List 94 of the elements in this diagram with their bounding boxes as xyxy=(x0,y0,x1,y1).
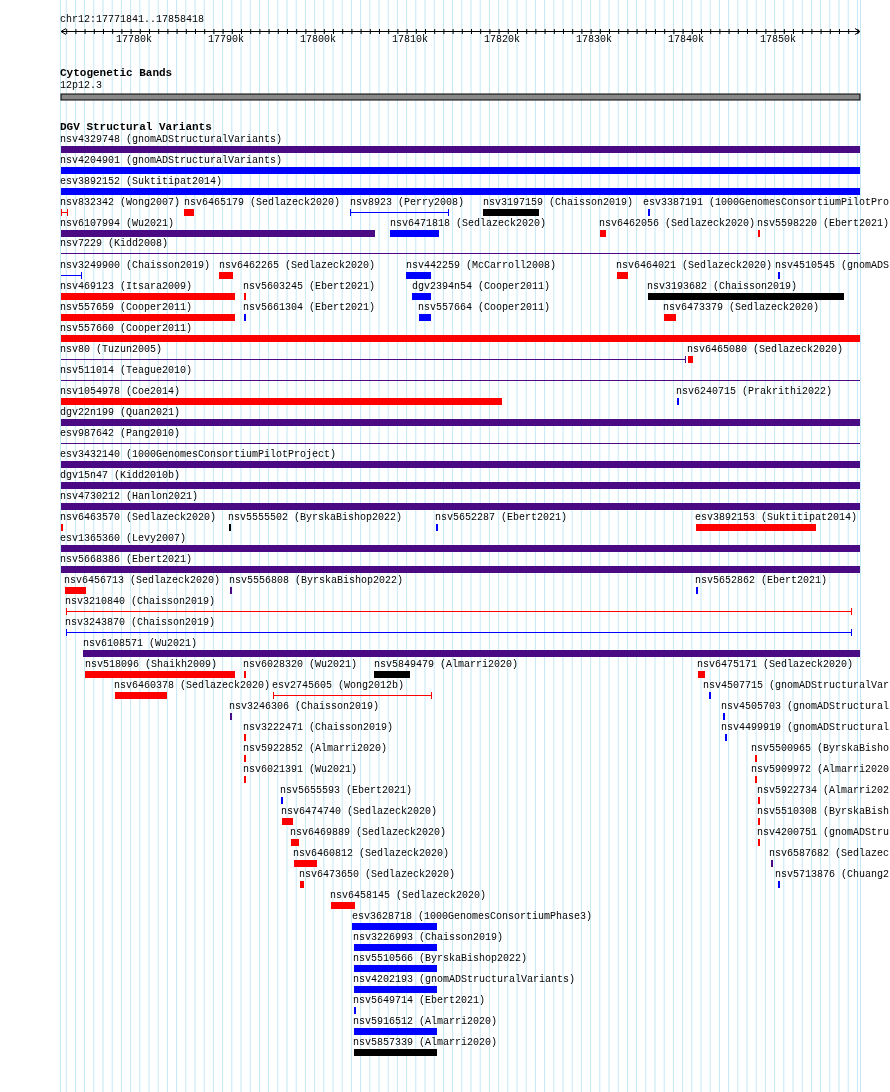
variant-label: nsv3226993 (Chaisson2019) xyxy=(353,932,504,944)
variant-label: nsv6458145 (Sedlazeck2020) xyxy=(330,890,487,902)
variant-label: nsv6028320 (Wu2021) xyxy=(243,659,358,671)
tick-label: 17810k xyxy=(392,34,428,46)
variant-label: nsv80 (Tuzun2005) xyxy=(60,344,163,356)
variant-label: nsv6462265 (Sedlazeck2020) xyxy=(219,260,376,272)
variant-label: nsv5555502 (ByrskaBishop2022) xyxy=(228,512,403,524)
tick-label: 17780k xyxy=(116,34,152,46)
variant-label: esv1365360 (Levy2007) xyxy=(60,533,187,545)
variant-label: nsv6021391 (Wu2021) xyxy=(243,764,358,776)
variant-label: nsv4329748 (gnomADStructuralVariants) xyxy=(60,134,283,146)
variant-label: nsv5598220 (Ebert2021) xyxy=(756,218,889,230)
variant-label: nsv3246306 (Chaisson2019) xyxy=(229,701,380,713)
variant-label: esv2745605 (Wong2012b) xyxy=(272,680,405,692)
variant-label: nsv6460812 (Sedlazeck2020) xyxy=(293,848,450,860)
variant-label: nsv5655593 (Ebert2021) xyxy=(280,785,413,797)
tick-label: 17850k xyxy=(760,34,796,46)
variant-label: nsv6460378 (Sedlazeck2020) xyxy=(114,680,271,692)
variant-label: nsv557660 (Cooper2011) xyxy=(60,323,193,335)
variant-label: nsv4204901 (gnomADStructuralVariants) xyxy=(60,155,283,167)
variant-label: nsv6108571 (Wu2021) xyxy=(83,638,198,650)
band-label: 12p12.3 xyxy=(60,80,102,92)
variant-label: nsv5652862 (Ebert2021) xyxy=(695,575,828,587)
tick-label: 17800k xyxy=(300,34,336,46)
variant-label: nsv3243870 (Chaisson2019) xyxy=(65,617,216,629)
variant-label: nsv4499919 (gnomADStructural xyxy=(720,722,889,734)
tick-label: 17790k xyxy=(208,34,244,46)
variant-label: esv987642 (Pang2010) xyxy=(60,428,181,440)
variant-label: nsv6240715 (Prakrithi2022) xyxy=(676,386,833,398)
variant-label: nsv5652287 (Ebert2021) xyxy=(435,512,568,524)
variant-label: nsv5510308 (ByrskaBish xyxy=(756,806,889,818)
variant-label: nsv4200751 (gnomADStru xyxy=(756,827,889,839)
variant-label: nsv6465080 (Sedlazeck2020) xyxy=(687,344,844,356)
variant-label: dgv22n199 (Quan2021) xyxy=(60,407,181,419)
variant-label: nsv6473650 (Sedlazeck2020) xyxy=(299,869,456,881)
variant-label: nsv6471818 (Sedlazeck2020) xyxy=(390,218,547,230)
variant-label: nsv469123 (Itsara2009) xyxy=(60,281,193,293)
variant-label: nsv7229 (Kidd2008) xyxy=(60,238,169,250)
variant-label: nsv3210840 (Chaisson2019) xyxy=(65,596,216,608)
variant-label: esv3892152 (Suktitipat2014) xyxy=(60,176,223,188)
variant-label: nsv5556808 (ByrskaBishop2022) xyxy=(229,575,404,587)
variant-label: nsv5909972 (Almarri2020 xyxy=(750,764,889,776)
variant-label: nsv3222471 (Chaisson2019) xyxy=(243,722,394,734)
variant-label: nsv6473379 (Sedlazeck2020) xyxy=(663,302,820,314)
variant-label: nsv4730212 (Hanlon2021) xyxy=(60,491,199,503)
variant-label: nsv5500965 (ByrskaBisho xyxy=(750,743,889,755)
variant-label: nsv5661304 (Ebert2021) xyxy=(243,302,376,314)
track-title: DGV Structural Variants xyxy=(60,121,212,133)
variant-label: nsv518096 (Shaikh2009) xyxy=(85,659,218,671)
tick-label: 17820k xyxy=(484,34,520,46)
variant-label: nsv4510545 (gnomADS xyxy=(774,260,889,272)
coordinate-range: chr12:17771841..17858418 xyxy=(60,14,205,26)
variant-label: nsv557659 (Cooper2011) xyxy=(60,302,193,314)
variant-label: nsv6465179 (Sedlazeck2020) xyxy=(184,197,341,209)
variant-label: dgv2394n54 (Cooper2011) xyxy=(412,281,551,293)
variant-label: nsv5603245 (Ebert2021) xyxy=(243,281,376,293)
variant-label: nsv442259 (McCarroll2008) xyxy=(406,260,557,272)
variant-label: nsv6462056 (Sedlazeck2020) xyxy=(599,218,756,230)
variant-label: nsv6463570 (Sedlazeck2020) xyxy=(60,512,217,524)
variant-label: nsv5849479 (Almarri2020) xyxy=(374,659,519,671)
variant-label: esv3432140 (1000GenomesConsortiumPilotProject) xyxy=(60,449,337,461)
variant-label: nsv4505703 (gnomADStructural xyxy=(720,701,889,713)
tick-label: 17830k xyxy=(576,34,612,46)
variant-label: esv3892153 (Suktitipat2014) xyxy=(695,512,858,524)
variant-label: nsv5510566 (ByrskaBishop2022) xyxy=(353,953,528,965)
variant-label: nsv511014 (Teague2010) xyxy=(60,365,193,377)
variant-label: dgv15n47 (Kidd2010b) xyxy=(60,470,181,482)
variant-label: nsv5713876 (Chuang2 xyxy=(774,869,889,881)
variant-label: nsv3249900 (Chaisson2019) xyxy=(60,260,211,272)
variant-label: nsv557664 (Cooper2011) xyxy=(418,302,551,314)
variant-label: nsv3193682 (Chaisson2019) xyxy=(647,281,798,293)
variant-label: nsv4507715 (gnomADStructuralVar xyxy=(702,680,889,692)
variant-label: nsv5668386 (Ebert2021) xyxy=(60,554,193,566)
variant-label: nsv1054978 (Coe2014) xyxy=(60,386,181,398)
track-title: Cytogenetic Bands xyxy=(60,67,173,79)
variant-label: nsv5922734 (Almarri202 xyxy=(756,785,889,797)
variant-label: nsv6587682 (Sedlazec xyxy=(768,848,889,860)
variant-label: nsv5922852 (Almarri2020) xyxy=(243,743,388,755)
tick-label: 17840k xyxy=(668,34,704,46)
variant-label: nsv5857339 (Almarri2020) xyxy=(353,1037,498,1049)
variant-label: nsv6456713 (Sedlazeck2020) xyxy=(64,575,221,587)
variant-label: esv3628718 (1000GenomesConsortiumPhase3) xyxy=(352,911,593,923)
variant-label: nsv5916512 (Almarri2020) xyxy=(353,1016,498,1028)
variant-label: nsv8923 (Perry2008) xyxy=(350,197,465,209)
variant-label: nsv4202193 (gnomADStructuralVariants) xyxy=(353,974,576,986)
variant-label: nsv6107994 (Wu2021) xyxy=(60,218,175,230)
variant-label: nsv6474740 (Sedlazeck2020) xyxy=(281,806,438,818)
variant-label: nsv3197159 (Chaisson2019) xyxy=(483,197,634,209)
variant-label: esv3387191 (1000GenomesConsortiumPilotPro xyxy=(642,197,889,209)
variant-label: nsv832342 (Wong2007) xyxy=(60,197,181,209)
variant-label: nsv6469889 (Sedlazeck2020) xyxy=(290,827,447,839)
variant-label: nsv6464021 (Sedlazeck2020) xyxy=(616,260,773,272)
variant-label: nsv5649714 (Ebert2021) xyxy=(353,995,486,1007)
variant-label: nsv6475171 (Sedlazeck2020) xyxy=(697,659,854,671)
